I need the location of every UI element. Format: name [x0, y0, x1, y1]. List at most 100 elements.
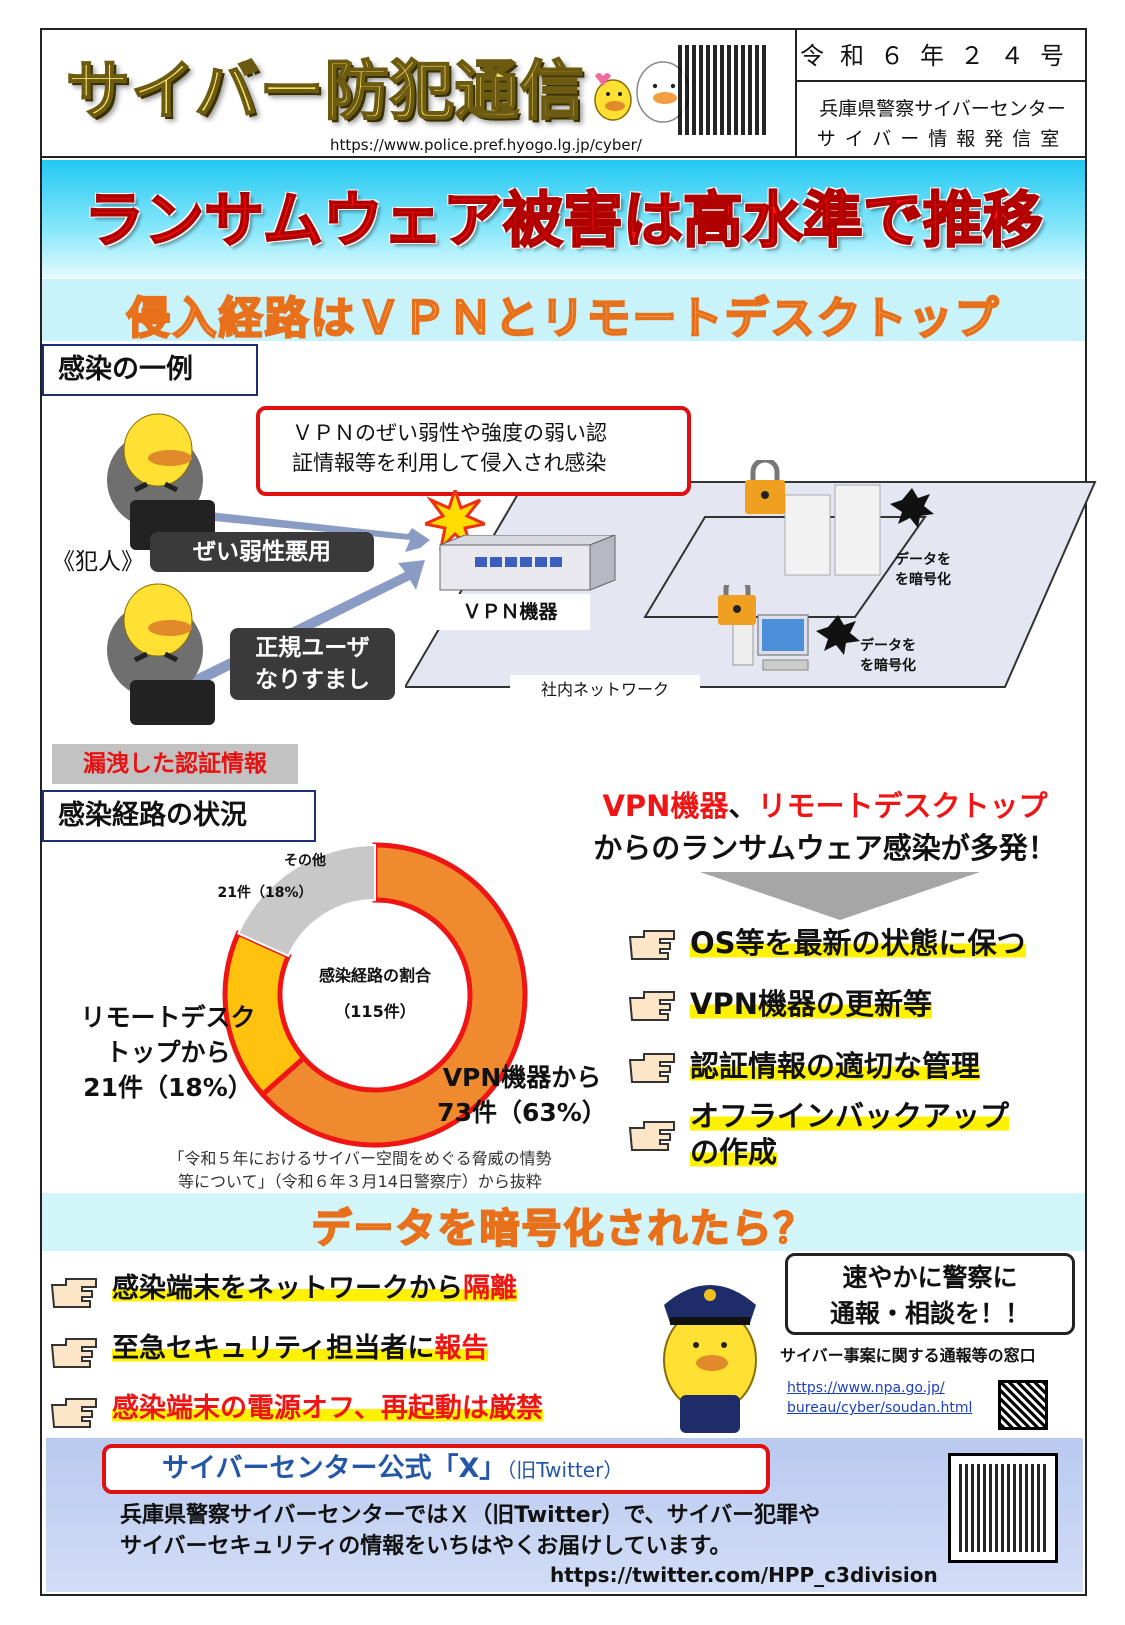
header [42, 30, 1085, 158]
warning-vpn: VPN機器 [602, 789, 729, 823]
source-line-1: 「令和５年におけるサイバー空間をめぐる脅威の情勢 [168, 1149, 552, 1168]
link-line-1[interactable]: https://www.npa.go.jp/ [787, 1380, 945, 1396]
pointing-hand-icon-4 [628, 1121, 675, 1151]
other-value: 21件（18%） [217, 885, 313, 901]
warning-remote: リモートデスクトップ [757, 789, 1048, 823]
virus-icon [890, 488, 934, 528]
pointing-hand-icon-3 [628, 1053, 675, 1083]
tip-3: 認証情報の適切な管理 [690, 1048, 981, 1084]
pointing-hand-icon [628, 930, 675, 960]
remote-line-1: リモートデスク [80, 1003, 256, 1032]
other-label: その他 [284, 853, 326, 869]
page-frame [40, 28, 1087, 1596]
x-title-sub: （旧Twitter） [506, 1458, 624, 1482]
consultation-window-title: サイバー事案に関する通報等の窓口 [780, 1346, 1036, 1365]
server-lock-icon [745, 460, 881, 576]
pointing-hand-icon-5 [50, 1278, 97, 1308]
remote-line-2: トップから [105, 1038, 231, 1067]
x-body: 兵庫県警察サイバーセンターではＸ（旧Twitter）で、サイバー犯罪や サイバー… [120, 1500, 920, 1562]
tip-4-line-1: オフラインバックアップ [690, 1099, 1010, 1133]
tip-4-line-2: の作成 [690, 1135, 778, 1169]
tip-2-text: VPN機器の更新等 [690, 987, 932, 1021]
spoof-pill: 正規ユーザ なりすまし [230, 628, 395, 700]
consultation-link[interactable]: https://www.npa.go.jp/ bureau/cyber/soud… [787, 1378, 972, 1418]
organization-name: 兵庫県警察サイバーセンター [819, 98, 1066, 120]
encrypt-label-2: データを を暗号化 [860, 636, 916, 676]
vpn-device-icon [439, 535, 616, 591]
action-1b: 隔離 [463, 1273, 517, 1304]
source-line-2: 等について」（令和６年３月14日警察庁）から抜粋 [178, 1172, 542, 1191]
title-band [42, 160, 1085, 278]
x-body-line-2: サイバーセキュリティの情報をいちはやくお届けしています。 [120, 1534, 732, 1559]
donut-center-count: （115件） [334, 1002, 416, 1021]
source-note: 「令和５年におけるサイバー空間をめぐる脅威の情勢 等について」（令和６年３月14… [100, 1147, 620, 1193]
mascot-duo-icon [594, 61, 690, 123]
tip-3-text: 認証情報の適切な管理 [690, 1049, 981, 1083]
warning-line-2: からのランサムウェア感染が多発！ [593, 831, 1057, 865]
pointing-hand-icon-7 [50, 1398, 97, 1428]
issue-number: 令和６年２４号 [795, 30, 1085, 82]
action-1a: 感染端末をネットワークから [112, 1273, 463, 1304]
x-url[interactable]: https://twitter.com/HPP_c3division [550, 1563, 938, 1587]
qr-code-header[interactable] [678, 45, 768, 135]
down-arrow-icon [700, 872, 980, 920]
speech-line-2: 通報・相談を！！ [829, 1299, 1030, 1328]
newsletter-logo: サイバー防犯通信 [65, 54, 585, 130]
speech-bubble: ＶＰＮのぜい弱性や強度の弱い認 証情報等を利用して侵入され感染 [256, 406, 691, 496]
department-name: サイバー情報発信室 [816, 128, 1069, 150]
leaked-credentials-label: 漏洩した認証情報 [52, 744, 298, 784]
action-report: 至急セキュリティ担当者に報告 [112, 1332, 489, 1366]
virus-icon-2 [816, 615, 860, 655]
example-heading: 感染の一例 [42, 344, 258, 396]
encrypt-1a: データを [895, 552, 951, 568]
criminal-label: 《犯人》 [52, 549, 144, 575]
action-3: 感染端末の電源オフ、再起動は厳禁 [112, 1393, 543, 1424]
encrypt-2a: データを [860, 638, 916, 654]
encrypt-label-1: データを を暗号化 [895, 550, 951, 590]
x-title: サイバーセンター公式「X」（旧Twitter） [102, 1444, 770, 1494]
pc-lock-icon [718, 585, 809, 671]
vulnerability-pill: ぜい弱性悪用 [150, 532, 374, 572]
encrypted-title: データを暗号化されたら？ [311, 1205, 816, 1253]
bubble-line-2: 証情報等を利用して侵入され感染 [292, 451, 607, 475]
criminal-icon [107, 413, 215, 550]
slice-vpn [259, 842, 528, 1148]
x-body-line-1: 兵庫県警察サイバーセンターではＸ（旧Twitter）で、サイバー犯罪や [120, 1503, 821, 1528]
subtitle-band [42, 279, 1085, 341]
link-line-2[interactable]: bureau/cyber/soudan.html [787, 1400, 973, 1416]
issue-box [795, 30, 1085, 156]
remote-desktop-label: リモートデスク トップから 21件（18%） [58, 1000, 278, 1105]
bubble-line-1: ＶＰＮのぜい弱性や強度の弱い認 [292, 421, 607, 445]
vpn-route-label: VPN機器から 73件（63%） [422, 1060, 622, 1130]
donut-center-title: 感染経路の割合 [318, 966, 431, 985]
header-url[interactable]: https://www.police.pref.hyogo.lg.jp/cybe… [330, 136, 642, 154]
encrypt-1b: を暗号化 [895, 572, 951, 588]
vpn-line-2: 73件（63%） [437, 1098, 607, 1127]
encrypted-band [42, 1193, 1085, 1251]
qr-code-x[interactable] [948, 1453, 1058, 1563]
tip-1: OS等を最新の状態に保つ [690, 925, 1026, 961]
donut-chart [222, 842, 528, 1148]
remote-line-3: 21件（18%） [83, 1073, 253, 1102]
warning-message: VPN機器、リモートデスクトップ からのランサムウェア感染が多発！ [560, 785, 1090, 869]
vpn-device-label: ＶＰＮ機器 [430, 594, 590, 630]
main-title: ランサムウェア被害は高水準で推移 [83, 185, 1044, 257]
criminal-icon-2 [107, 583, 215, 725]
spoof-line-1: 正規ユーザ [255, 635, 370, 661]
subtitle: 侵入経路はＶＰＮとリモートデスクトップ [126, 292, 1001, 345]
police-mascot-icon [663, 1285, 757, 1433]
x-title-main: サイバーセンター公式「X」 [162, 1453, 507, 1484]
pointing-hand-icon-6 [50, 1338, 97, 1368]
route-heading: 感染経路の状況 [42, 790, 316, 842]
tip-4: オフラインバックアップ の作成 [690, 1098, 1010, 1170]
encrypt-2b: を暗号化 [860, 658, 916, 674]
speech-line-1: 速やかに警察に [842, 1263, 1018, 1292]
action-isolate: 感染端末をネットワークから隔離 [112, 1272, 517, 1306]
qr-code-consultation[interactable] [998, 1380, 1048, 1430]
explosion-icon [425, 490, 485, 550]
tip-2: VPN機器の更新等 [690, 986, 932, 1022]
police-speech-bubble: 速やかに警察に 通報・相談を！！ [785, 1253, 1075, 1335]
tip-1-text: OS等を最新の状態に保つ [690, 926, 1026, 960]
slice-other [236, 843, 376, 958]
action-2b: 報告 [434, 1333, 489, 1364]
